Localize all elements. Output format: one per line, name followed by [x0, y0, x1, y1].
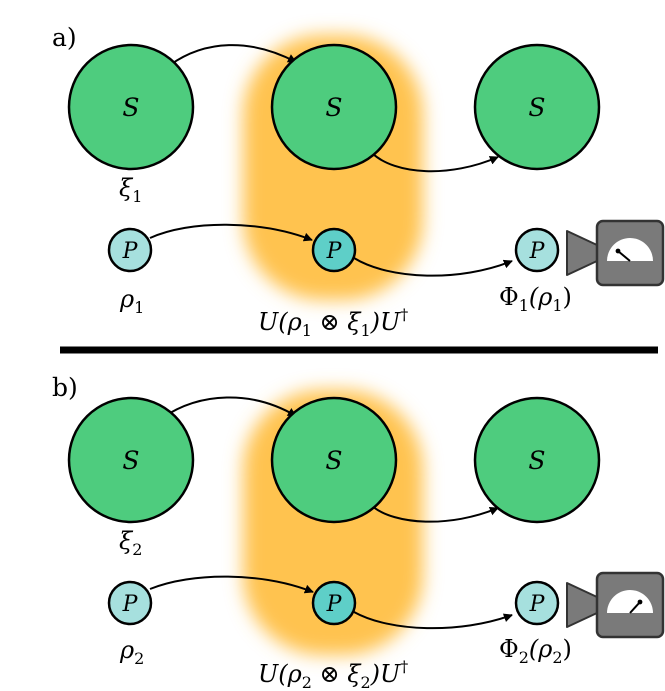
probe-label: P	[529, 239, 546, 264]
probe-node-interacting: P	[311, 227, 357, 273]
channel-expression: Φ1(ρ1)	[499, 283, 572, 315]
probe-label: P	[529, 592, 546, 617]
camera-meter-icon	[566, 219, 665, 287]
panel-tag: a)	[52, 23, 77, 52]
system-arrow-in	[161, 396, 297, 419]
system-arrow-out	[371, 152, 499, 173]
system-label: S	[122, 446, 139, 475]
unitary-expression: U(ρ2 ⊗ ξ2)U†	[258, 657, 408, 691]
probe-node-final: P	[514, 227, 560, 273]
system-node-final: S	[473, 396, 601, 524]
panel-b: b) S S S P P P ξ2	[52, 373, 665, 691]
system-label: S	[122, 93, 139, 122]
probe-label: P	[122, 239, 139, 264]
meter-needle	[629, 601, 641, 614]
system-arrow-in	[169, 44, 297, 66]
probe-arrow-out	[353, 611, 513, 630]
system-state-label: ξ1	[119, 174, 142, 206]
system-label: S	[325, 93, 342, 122]
system-node-interacting: S	[270, 396, 398, 524]
system-node-initial: S	[67, 43, 195, 171]
unitary-expression: U(ρ1 ⊗ ξ1)U†	[258, 305, 408, 340]
system-arrow-out	[371, 505, 499, 523]
system-label: S	[325, 446, 342, 475]
probe-label: P	[326, 239, 343, 264]
camera-meter-icon	[566, 571, 665, 639]
probe-label: P	[122, 592, 139, 617]
channel-expression: Φ2(ρ2)	[499, 635, 572, 667]
panel-tag: b)	[52, 373, 78, 402]
probe-node-final: P	[514, 580, 560, 626]
probe-node-initial: P	[107, 227, 153, 273]
panel-a: a) S S S P P P	[52, 23, 665, 340]
system-label: S	[528, 93, 545, 122]
probe-node-interacting: P	[311, 580, 357, 626]
probe-label: P	[326, 592, 343, 617]
system-node-interacting: S	[270, 43, 398, 171]
probe-node-initial: P	[107, 580, 153, 626]
probe-arrow-in	[149, 575, 314, 594]
probe-state-label: ρ2	[119, 636, 144, 668]
probe-state-label: ρ1	[119, 285, 144, 317]
system-state-label: ξ2	[119, 527, 142, 559]
system-label: S	[528, 446, 545, 475]
system-node-initial: S	[67, 396, 195, 524]
probe-arrow-in	[149, 223, 313, 242]
meter-needle	[617, 250, 631, 262]
system-node-final: S	[473, 43, 601, 171]
probe-arrow-out	[353, 257, 513, 277]
